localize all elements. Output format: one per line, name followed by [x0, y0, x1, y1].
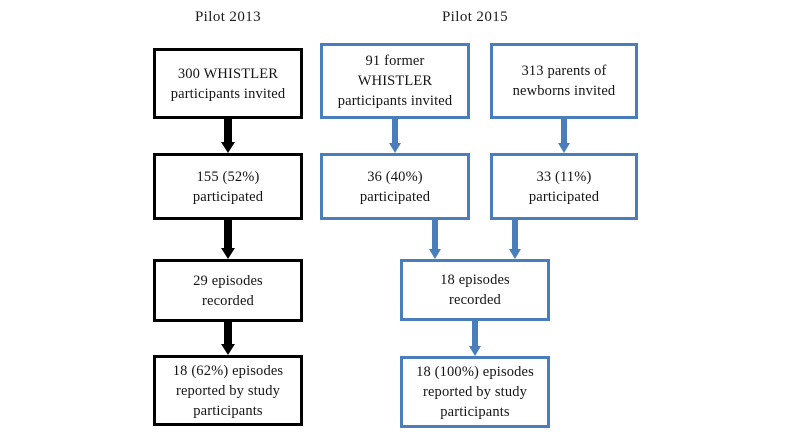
arrow-head: [221, 248, 235, 259]
node-p15-recorded-text: 18 episodes recorded: [440, 272, 510, 308]
arrow-shaft: [432, 220, 438, 249]
arrow-p15b-participated-to-recorded: [509, 220, 521, 259]
node-p15a-invited-text: 91 former WHISTLER participants invited: [337, 53, 453, 109]
arrow-p15-recorded-to-reported: [469, 321, 481, 356]
arrow-head: [509, 249, 521, 259]
node-p15b-participated-text: 33 (11%) participated: [528, 168, 600, 205]
node-p15-recorded[interactable]: 18 episodes recorded: [400, 259, 550, 321]
arrow-p13-invited-to-participated: [221, 119, 235, 153]
node-p13-recorded-text: 29 episodes recorded: [193, 272, 263, 309]
node-p13-invited-text: 300 WHISTLER participants invited: [170, 65, 286, 102]
node-p15b-invited-text: 313 parents of newborns invited: [512, 63, 616, 99]
node-p13-reported[interactable]: 18 (62%) episodes reported by study part…: [153, 355, 303, 426]
node-p13-recorded[interactable]: 29 episodes recorded: [153, 259, 303, 322]
column-title-pilot-2015: Pilot 2015: [441, 9, 509, 25]
node-p15-reported-text: 18 (100%) episodes reported by study par…: [416, 364, 534, 420]
arrow-shaft: [561, 119, 567, 143]
arrow-head: [469, 346, 481, 356]
arrow-head: [558, 143, 570, 153]
arrow-shaft: [512, 220, 518, 249]
node-p15b-invited[interactable]: 313 parents of newborns invited: [490, 43, 638, 119]
arrow-p15b-invited-to-participated: [558, 119, 570, 153]
arrow-p15a-invited-to-participated: [389, 119, 401, 153]
arrow-shaft: [224, 322, 232, 345]
node-p13-invited[interactable]: 300 WHISTLER participants invited: [153, 48, 303, 119]
node-p13-participated-text: 155 (52%) participated: [192, 168, 264, 205]
arrow-shaft: [224, 220, 232, 249]
node-p15a-participated-text: 36 (40%) participated: [359, 168, 431, 205]
arrow-shaft: [392, 119, 398, 143]
node-p15a-participated[interactable]: 36 (40%) participated: [320, 153, 470, 220]
node-p15-reported[interactable]: 18 (100%) episodes reported by study par…: [400, 356, 550, 428]
column-title-pilot-2013: Pilot 2013: [194, 9, 262, 25]
arrow-p13-participated-to-recorded: [221, 220, 235, 259]
arrow-p15a-participated-to-recorded: [429, 220, 441, 259]
arrow-shaft: [224, 119, 232, 143]
node-p13-participated[interactable]: 155 (52%) participated: [153, 153, 303, 220]
node-p15a-invited[interactable]: 91 former WHISTLER participants invited: [320, 43, 470, 119]
node-p15b-participated[interactable]: 33 (11%) participated: [490, 153, 638, 220]
arrow-head: [221, 142, 235, 153]
node-p13-reported-text: 18 (62%) episodes reported by study part…: [172, 362, 284, 419]
arrow-head: [429, 249, 441, 259]
arrow-p13-recorded-to-reported: [221, 322, 235, 355]
arrow-shaft: [472, 321, 478, 346]
arrow-head: [221, 344, 235, 355]
arrow-head: [389, 143, 401, 153]
